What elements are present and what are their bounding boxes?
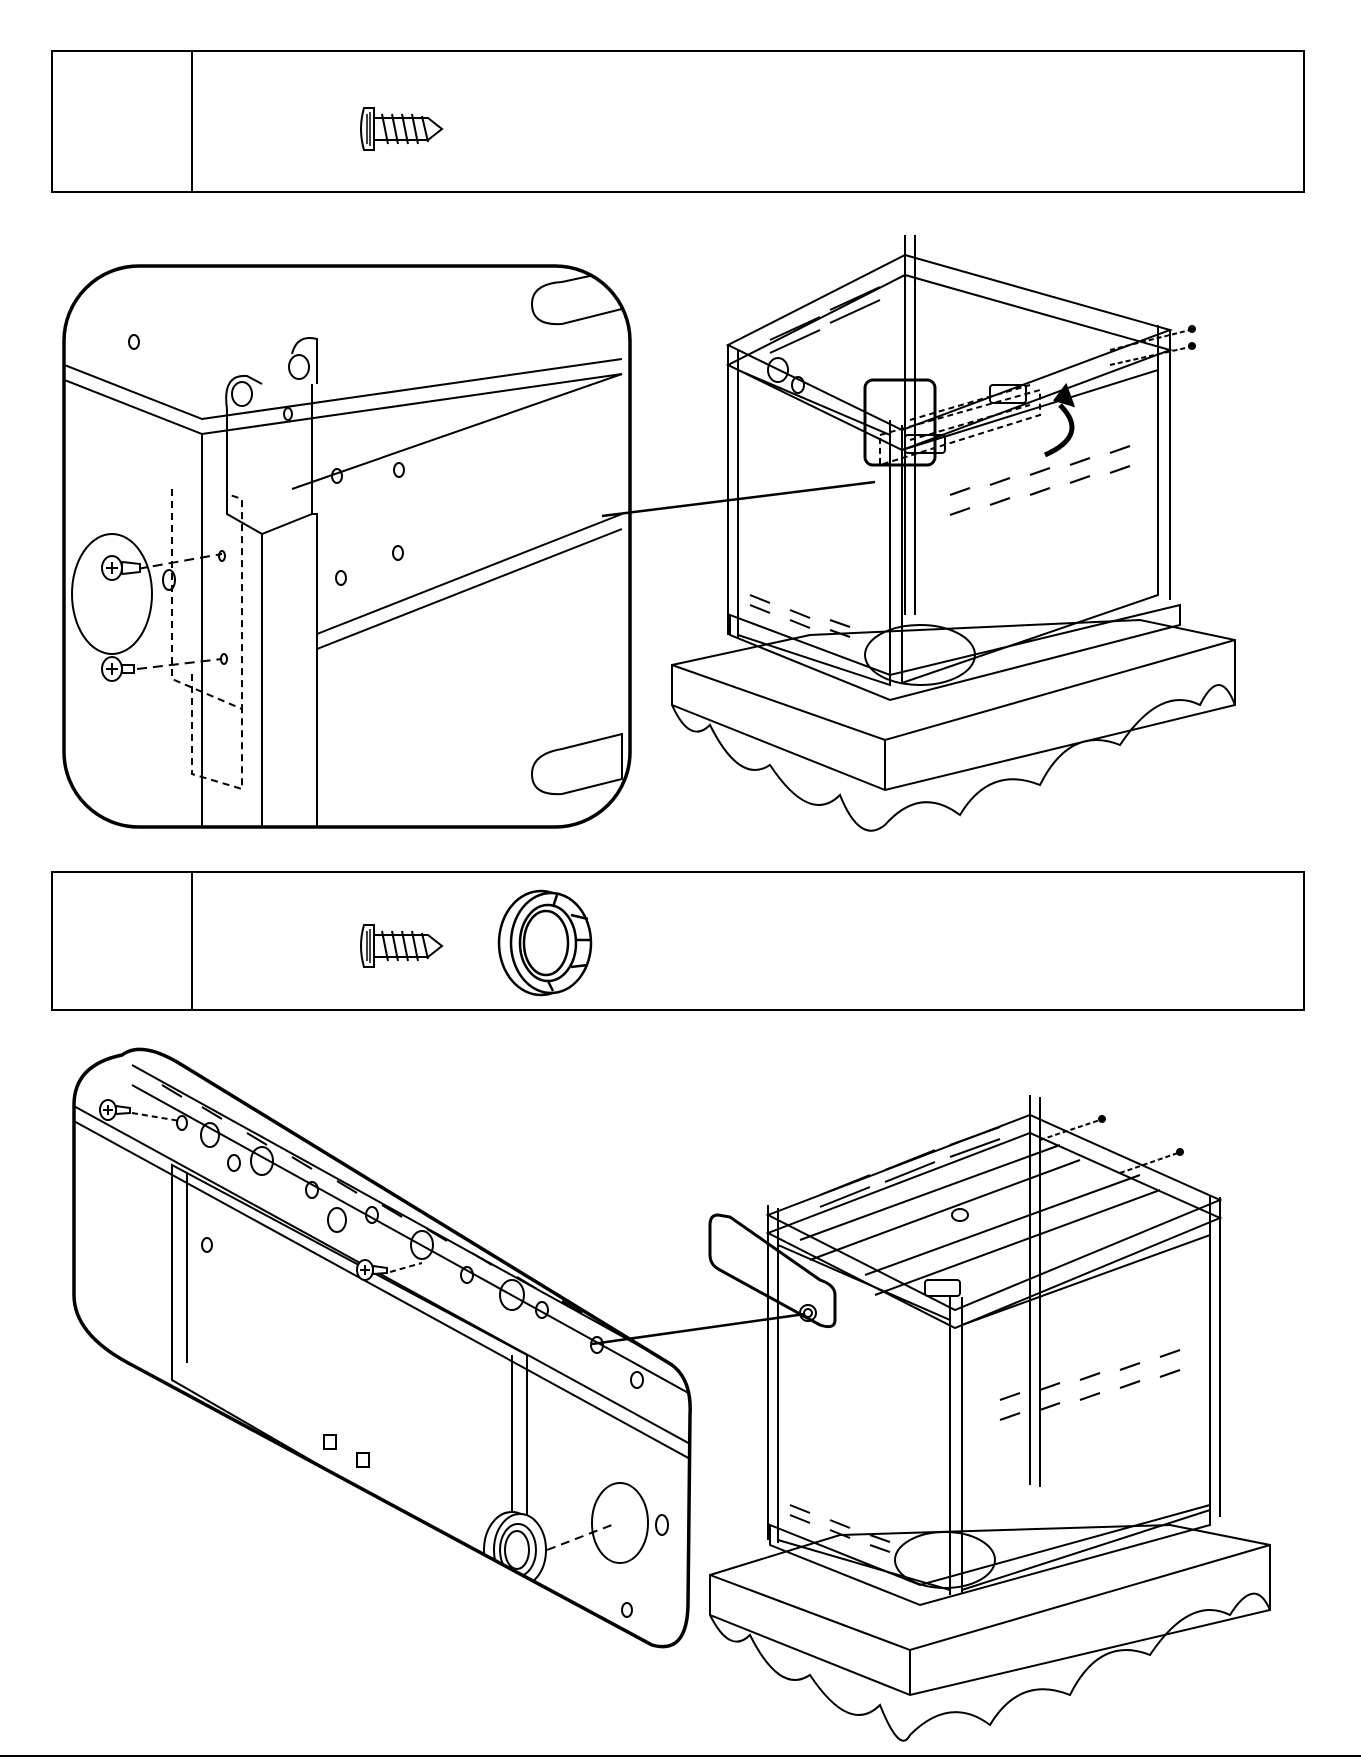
screw-icon <box>358 921 448 971</box>
step-a-number-cell <box>53 52 193 191</box>
cart-frame-side-panel-overview <box>660 225 1250 855</box>
step-a-parts-box <box>51 50 1305 193</box>
step-b-parts-list <box>193 873 1303 1009</box>
leg-bracket-detail <box>62 264 632 829</box>
panel-grommet-detail <box>72 1045 692 1685</box>
step-a-parts-list <box>193 52 1303 191</box>
step-b-number-cell <box>53 873 193 1009</box>
step-b-parts-box <box>51 871 1305 1011</box>
cart-frame-front-panel-overview <box>700 1085 1290 1755</box>
screw-icon <box>358 104 448 154</box>
grommet-icon <box>493 885 603 1003</box>
footer-rule <box>0 1755 1361 1757</box>
